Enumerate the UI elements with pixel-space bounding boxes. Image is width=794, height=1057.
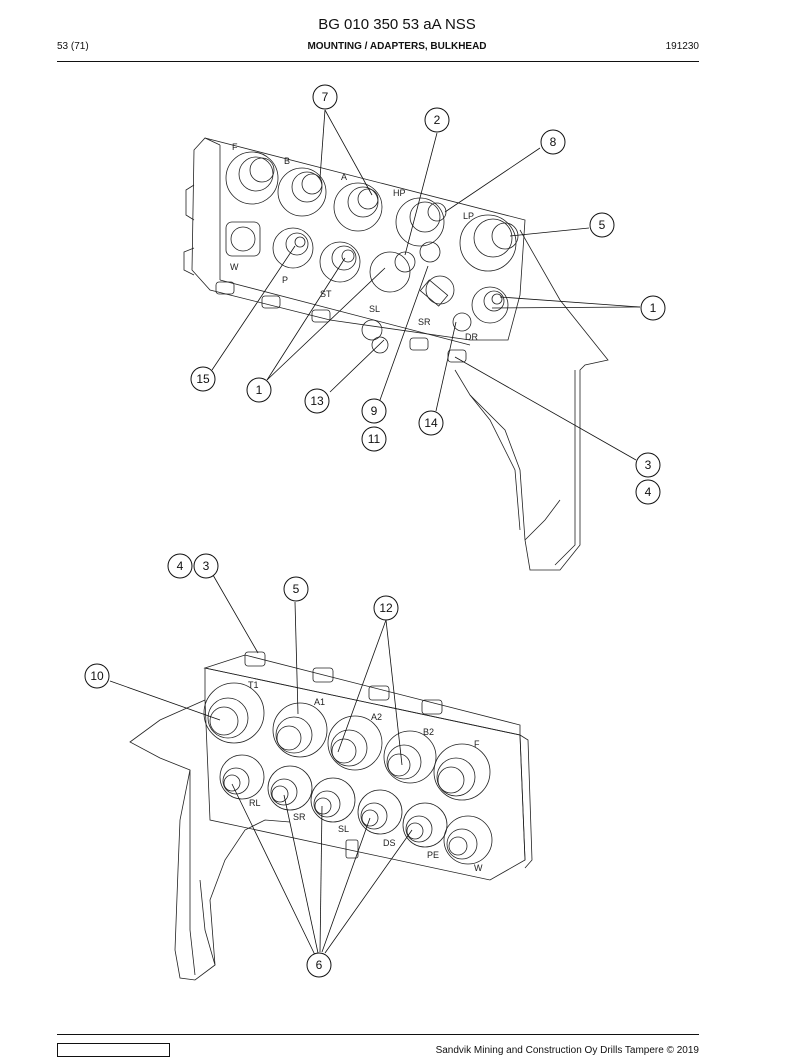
bottom-bulkhead-block	[129, 651, 533, 981]
svg-text:14: 14	[424, 416, 438, 430]
top-callouts: 7 2 8 5 1 15 1 13 9 11 14 3 4	[190, 84, 666, 505]
bottom-port-label: RL	[249, 798, 261, 808]
top-fitting-LP	[459, 214, 519, 272]
top-bulkhead-block	[183, 137, 609, 571]
bottom-fitting-T1	[203, 682, 265, 744]
top-port-label: F	[232, 142, 238, 152]
bottom-fitting-A2	[327, 715, 383, 771]
bottom-fitting-W	[443, 815, 493, 865]
top-fitting-F	[225, 151, 279, 205]
footer-copyright: Sandvik Mining and Construction Oy Drill…	[435, 1045, 699, 1056]
bottom-leader-lines	[109, 574, 413, 956]
top-leader-lines	[211, 109, 641, 461]
section-title: MOUNTING / ADAPTERS, BULKHEAD	[307, 41, 487, 52]
callout-bubble: 3	[635, 452, 661, 478]
bottom-port-label: PE	[427, 850, 439, 860]
top-plug-W	[225, 221, 261, 257]
page-number: 53 (71)	[57, 41, 89, 52]
bottom-port-label: SL	[338, 824, 349, 834]
top-fitting-DR	[471, 286, 509, 324]
document-date: 191230	[665, 41, 699, 52]
top-port-label: SL	[369, 304, 380, 314]
top-port-label: LP	[463, 211, 474, 221]
svg-text:1: 1	[256, 383, 263, 397]
callout-bubble: 4	[635, 479, 661, 505]
bottom-fitting-PE	[402, 802, 448, 848]
bottom-callouts: 4 3 5 12 10 6	[84, 553, 399, 978]
svg-text:15: 15	[196, 372, 210, 386]
callout-bubble: 7	[312, 84, 338, 110]
bottom-fitting-A1	[272, 702, 328, 758]
svg-text:10: 10	[90, 669, 104, 683]
callout-bubble: 6	[306, 952, 332, 978]
callout-bubble: 2	[424, 107, 450, 133]
top-port-label: A	[341, 172, 347, 182]
callout-bubble: 14	[418, 410, 444, 436]
callout-bubble: 13	[304, 388, 330, 414]
top-port-label: SR	[418, 317, 431, 327]
top-port-label: HP	[393, 188, 406, 198]
bottom-fitting-DS	[357, 789, 403, 835]
bottom-port-label: F	[474, 739, 480, 749]
callout-bubble: 3	[193, 553, 219, 579]
top-port-label: W	[230, 262, 239, 272]
bottom-fitting-B2	[383, 730, 437, 784]
svg-text:5: 5	[293, 582, 300, 596]
top-port-label: ST	[320, 289, 332, 299]
bottom-port-label: DS	[383, 838, 396, 848]
callout-bubble: 12	[373, 595, 399, 621]
svg-text:7: 7	[322, 90, 329, 104]
callout-bubble: 5	[589, 212, 615, 238]
svg-text:3: 3	[645, 458, 652, 472]
top-port-label: DR	[465, 332, 478, 342]
callout-bubble: 9	[361, 398, 387, 424]
callout-bubble: 1	[640, 295, 666, 321]
footer-divider	[57, 1034, 699, 1035]
document-title: BG 010 350 53 aA NSS	[318, 16, 476, 33]
top-port-label: P	[282, 275, 288, 285]
svg-text:5: 5	[599, 218, 606, 232]
header-divider	[57, 61, 699, 62]
top-fitting-SL	[369, 241, 441, 293]
callout-bubble: 11	[361, 426, 387, 452]
svg-text:4: 4	[645, 485, 652, 499]
callout-bubble: 1	[246, 377, 272, 403]
bottom-port-label: A2	[371, 712, 382, 722]
callout-bubble: 4	[167, 553, 193, 579]
svg-text:11: 11	[368, 432, 381, 446]
bottom-port-labels: T1 A1 A2 B2 F RL SR SL DS PE W	[248, 680, 483, 873]
bottom-port-label: A1	[314, 697, 325, 707]
top-port-labels: F B A HP LP W P ST SL SR DR	[230, 142, 478, 342]
bottom-port-label: W	[474, 863, 483, 873]
bottom-fitting-SR	[267, 765, 313, 811]
bottom-port-label: SR	[293, 812, 306, 822]
callout-bubble: 5	[283, 576, 309, 602]
top-fitting-P	[272, 227, 314, 269]
top-fitting-B	[277, 167, 327, 217]
top-fitting-HP	[395, 197, 447, 247]
callout-bubble: 15	[190, 366, 216, 392]
parts-drawing: F B A HP LP W P ST SL SR DR 7 2 8 5 1 15…	[84, 84, 666, 981]
sandvik-logo	[57, 1043, 170, 1057]
bottom-port-label: T1	[248, 680, 259, 690]
svg-text:13: 13	[310, 394, 324, 408]
svg-text:3: 3	[203, 559, 210, 573]
svg-text:12: 12	[379, 601, 393, 615]
bottom-fitting-SL	[310, 777, 356, 823]
svg-text:4: 4	[177, 559, 184, 573]
top-fitting-ST	[319, 241, 361, 283]
callout-bubble: 8	[540, 129, 566, 155]
top-port-label: B	[284, 156, 290, 166]
svg-text:8: 8	[550, 135, 557, 149]
top-fitting-SR	[419, 275, 455, 307]
svg-text:6: 6	[316, 958, 323, 972]
svg-text:9: 9	[371, 404, 378, 418]
bottom-port-label: B2	[423, 727, 434, 737]
svg-text:2: 2	[434, 113, 441, 127]
bottom-fitting-RL	[219, 754, 265, 800]
svg-text:1: 1	[650, 301, 657, 315]
callout-bubble: 10	[84, 663, 110, 689]
bottom-fitting-F	[433, 743, 491, 801]
top-fitting-A	[333, 182, 383, 232]
